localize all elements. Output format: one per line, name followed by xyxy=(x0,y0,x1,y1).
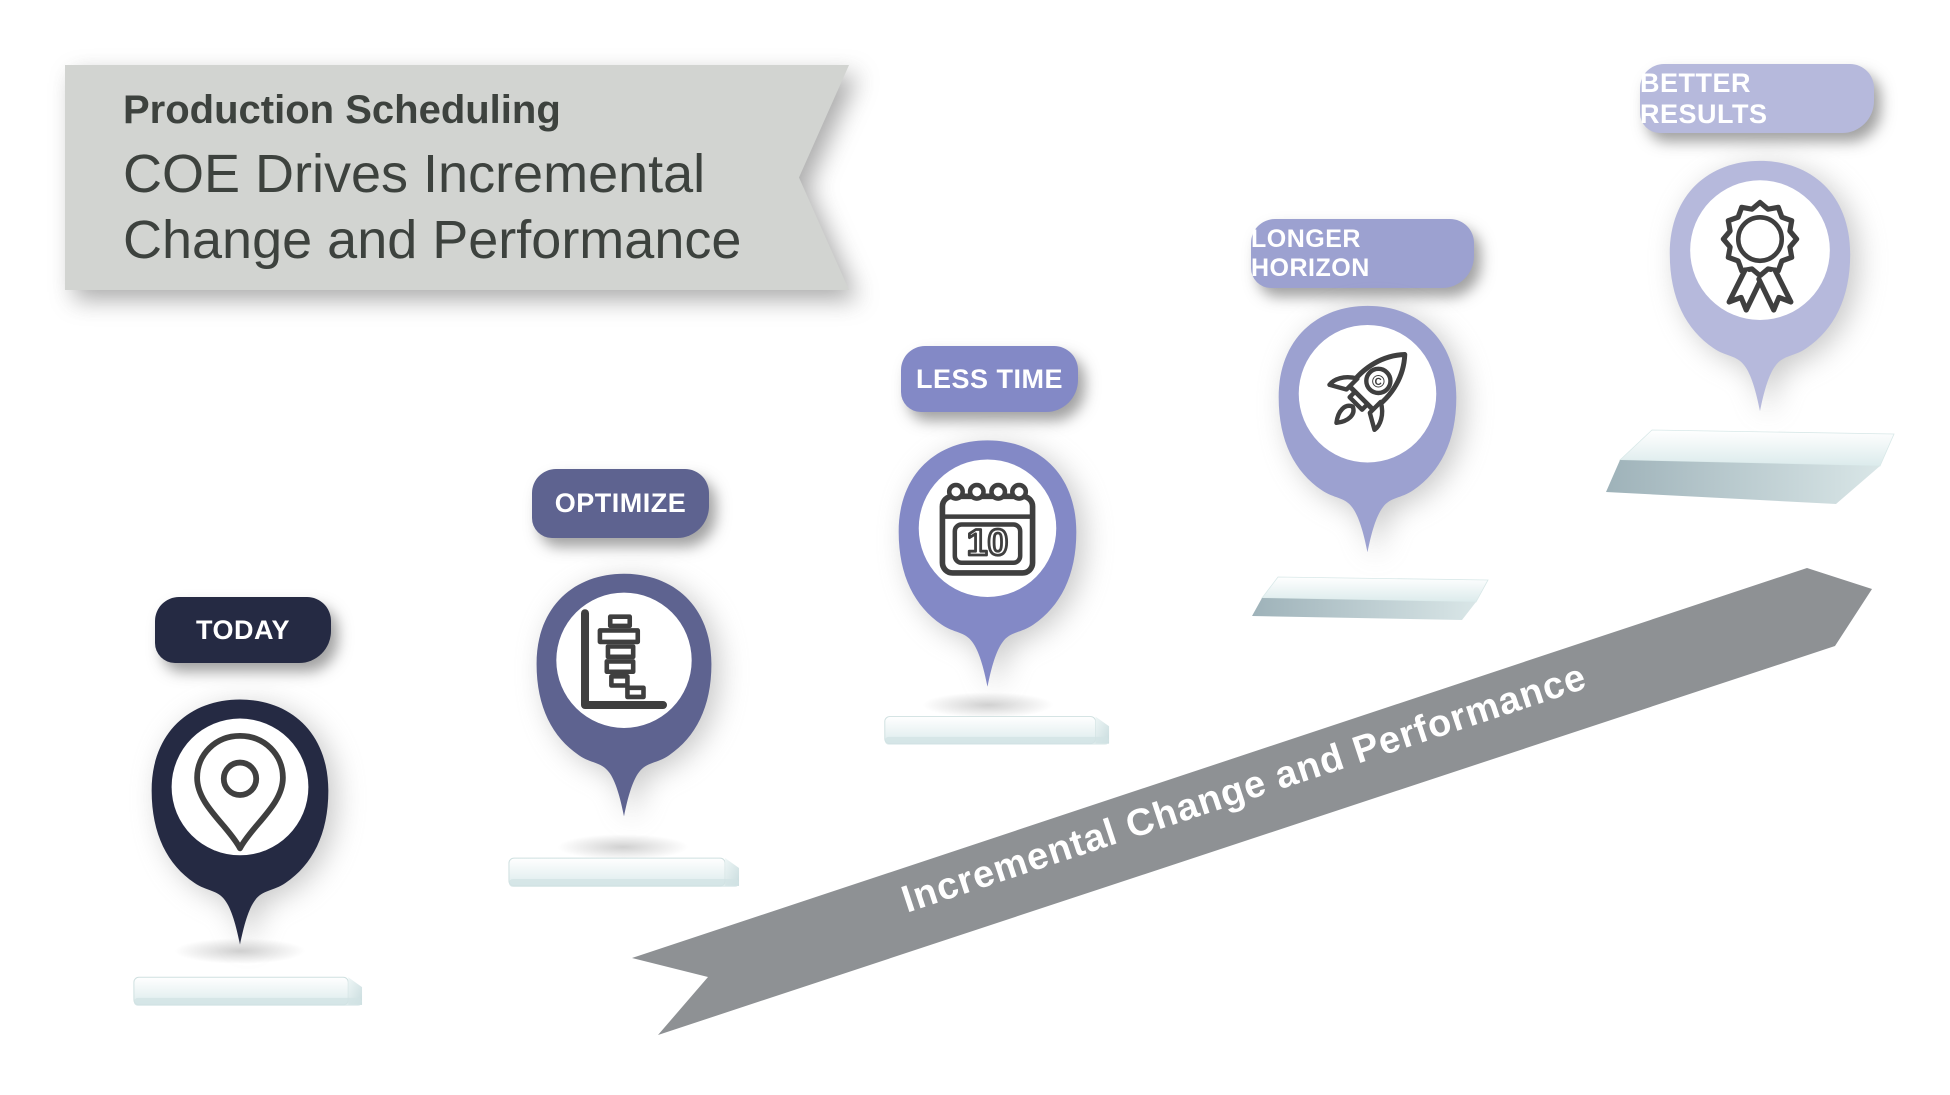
step-label: LESS TIME xyxy=(915,363,1063,394)
title-banner-shape: Production Scheduling COE Drives Increme… xyxy=(65,65,849,290)
calendar-day-number: 10 xyxy=(967,521,1008,563)
step-label-tab: LONGER HORIZON xyxy=(1251,219,1474,288)
step-label: OPTIMIZE xyxy=(554,488,687,518)
step-label: LONGER HORIZON xyxy=(1251,224,1370,282)
banner-title-line1: COE Drives Incremental xyxy=(123,144,706,204)
step-platform xyxy=(879,710,1111,756)
pin-badge xyxy=(171,718,309,856)
location-pin-icon xyxy=(194,733,286,852)
step-label: BETTER RESULTS xyxy=(1640,67,1768,129)
map-pin-marker xyxy=(145,684,335,962)
map-pin-marker xyxy=(1663,148,1857,426)
award-ribbon-icon xyxy=(1720,199,1800,313)
step-platform xyxy=(503,852,741,898)
map-pin-marker: © xyxy=(1272,296,1463,564)
step-platform xyxy=(128,971,364,1017)
step-label-tab: TODAY xyxy=(155,597,331,663)
calendar-icon: 10 xyxy=(939,482,1036,576)
step-label-tab: BETTER RESULTS xyxy=(1640,64,1874,133)
rocket-copyright-glyph: © xyxy=(1372,371,1385,391)
step-label-tab: OPTIMIZE xyxy=(532,469,709,538)
rocket-icon: © xyxy=(1327,352,1408,433)
pin-tip-shadow xyxy=(174,938,306,964)
step-platform xyxy=(1250,572,1495,624)
step-label: TODAY xyxy=(195,614,291,645)
arrow-ribbon xyxy=(632,568,1872,1035)
banner-eyebrow: Production Scheduling xyxy=(123,88,561,132)
step-label-tab: LESS TIME xyxy=(901,346,1078,412)
step-platform xyxy=(1604,424,1899,508)
banner-title-line2: Change and Performance xyxy=(123,210,742,270)
map-pin-marker: 10 xyxy=(892,425,1083,704)
title-banner: Production Scheduling COE Drives Increme… xyxy=(65,65,849,290)
map-pin-marker xyxy=(530,557,718,835)
